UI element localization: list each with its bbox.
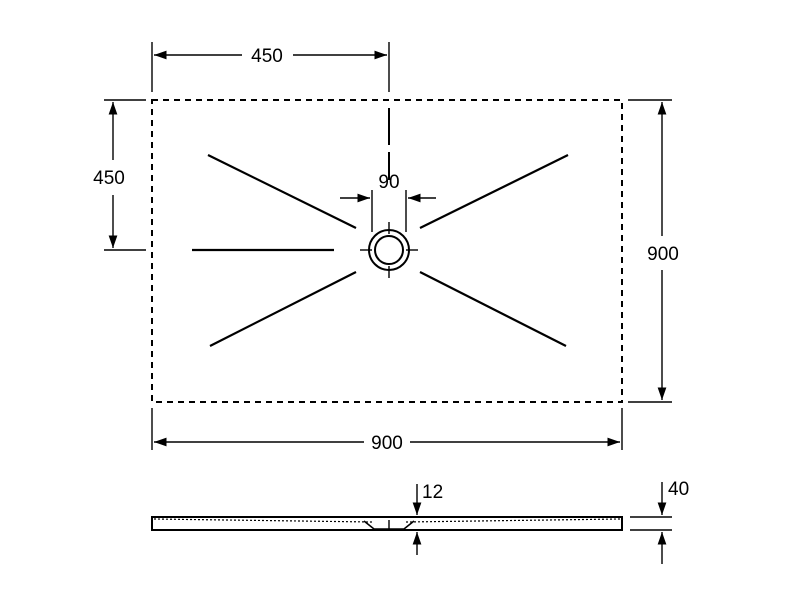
groove-upper-right [419,154,569,229]
dim-right-900-label: 900 [647,244,679,265]
dim-top-450-label: 450 [251,46,283,67]
groove-upper-left [207,154,357,229]
dim-fall-12: 12 [412,482,443,555]
tray-outline [151,99,623,403]
dim-thickness-40: 40 [630,479,689,564]
side-view: 12 40 [151,479,689,564]
groove-lower-right [419,271,567,347]
plan-view: 450 450 90 900 [93,42,679,454]
dim-fall-12-label: 12 [422,482,443,503]
dim-drain-90-label: 90 [378,172,399,193]
drain [360,222,418,278]
dim-left-450: 450 [93,99,146,251]
dim-bottom-900-label: 900 [371,433,403,454]
drainage-grooves [192,154,569,347]
dim-drain-90: 90 [340,172,436,232]
tray-top-slope [153,518,621,523]
groove-lower-left [209,271,357,347]
dim-right-900: 900 [628,99,679,403]
dim-bottom-900: 900 [151,408,623,454]
dim-thickness-40-label: 40 [668,479,689,500]
drain-inner-ring [374,235,404,265]
tray-profile [151,516,623,531]
dim-top-450: 450 [151,42,390,92]
dim-left-450-label: 450 [93,168,125,189]
